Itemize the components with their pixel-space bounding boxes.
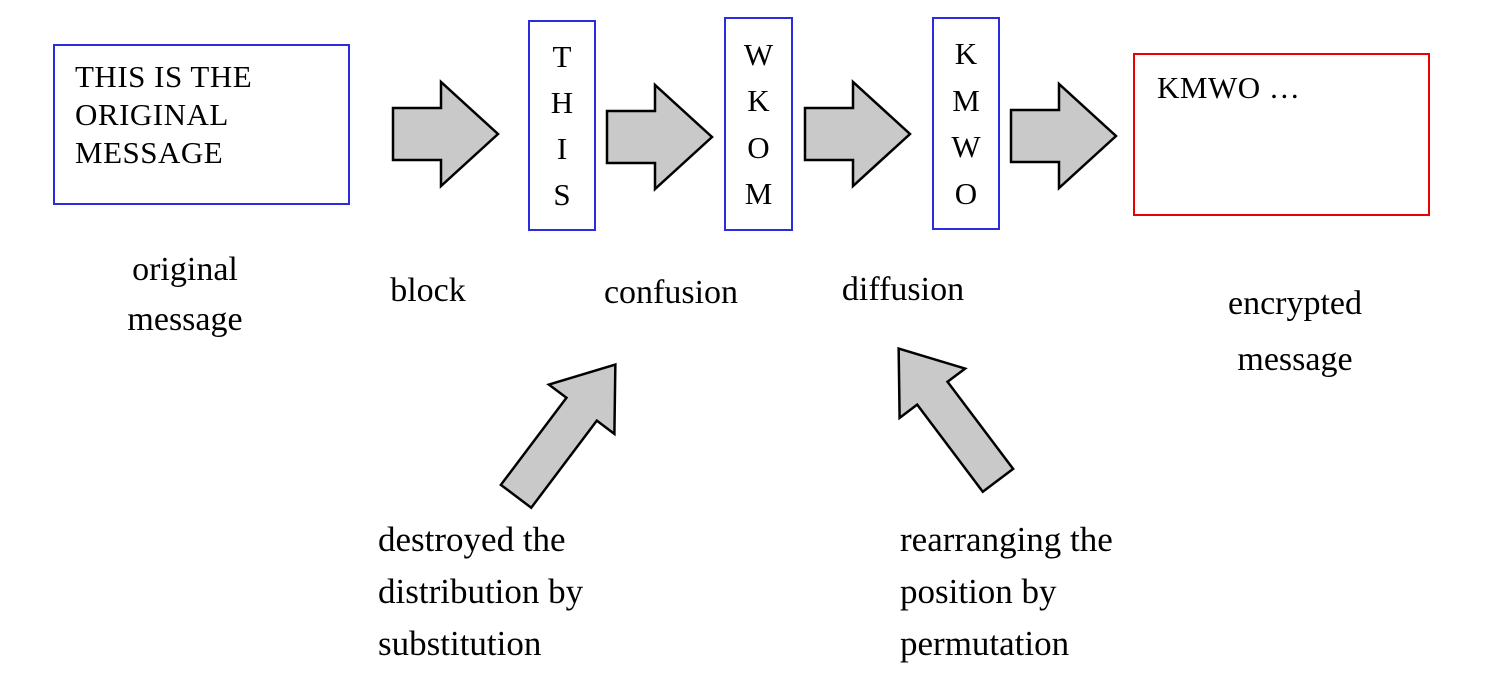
encrypted-message-box: KMWO … <box>1133 53 1430 216</box>
diffusion-letter: O <box>954 175 978 211</box>
flow-arrow-icon <box>391 79 500 189</box>
confusion-letter: M <box>744 176 773 212</box>
block-letter: H <box>550 85 574 120</box>
flow-arrow-icon <box>1009 81 1118 191</box>
flow-arrow-icon <box>605 82 714 192</box>
encrypted-message-text: KMWO … <box>1157 70 1301 105</box>
block-letter: S <box>553 177 571 212</box>
label-encrypted-line2: message <box>1237 341 1353 378</box>
diffusion-letter: M <box>952 82 980 118</box>
original-message-text: THIS IS THE ORIGINAL MESSAGE <box>55 46 348 172</box>
confusion-letter: W <box>743 36 774 72</box>
original-message-line: THIS IS THE <box>75 59 253 94</box>
label-encrypted-message: encrypted message <box>1228 276 1362 388</box>
diffusion-letters-box: K M W O <box>932 17 1000 230</box>
label-original-line2: message <box>127 301 243 338</box>
annotation-permutation: rearranging the position by permutation <box>900 514 1113 670</box>
confusion-letters-box: W K O M <box>724 17 793 231</box>
annotation-permutation-line: permutation <box>900 624 1070 663</box>
label-block: block <box>390 272 466 309</box>
original-message-box: THIS IS THE ORIGINAL MESSAGE <box>53 44 350 205</box>
permutation-up-arrow-icon <box>897 346 1015 494</box>
original-message-line: MESSAGE <box>75 135 224 170</box>
confusion-letter: K <box>747 83 770 119</box>
label-diffusion: diffusion <box>841 271 965 308</box>
label-original-message: original message <box>127 245 242 345</box>
block-letter: I <box>556 131 568 166</box>
annotation-substitution: destroyed the distribution by substituti… <box>378 514 583 670</box>
block-letter: T <box>552 39 572 74</box>
annotation-substitution-line: substitution <box>378 624 542 663</box>
block-letters-box: T H I S <box>528 20 596 231</box>
annotation-substitution-line: destroyed the <box>378 520 566 559</box>
confusion-letter: O <box>747 129 770 165</box>
annotation-substitution-line: distribution by <box>378 572 584 611</box>
label-original-line1: original <box>132 251 238 288</box>
annotation-permutation-line: rearranging the <box>900 520 1113 559</box>
annotation-permutation-line: position by <box>900 572 1057 611</box>
substitution-up-arrow-icon <box>499 362 617 510</box>
flow-arrow-icon <box>803 79 912 189</box>
diffusion-letter: W <box>951 129 981 165</box>
original-message-line: ORIGINAL <box>75 97 229 132</box>
diffusion-letter: K <box>954 36 978 72</box>
label-encrypted-line1: encrypted <box>1227 285 1363 322</box>
label-confusion: confusion <box>603 274 739 311</box>
